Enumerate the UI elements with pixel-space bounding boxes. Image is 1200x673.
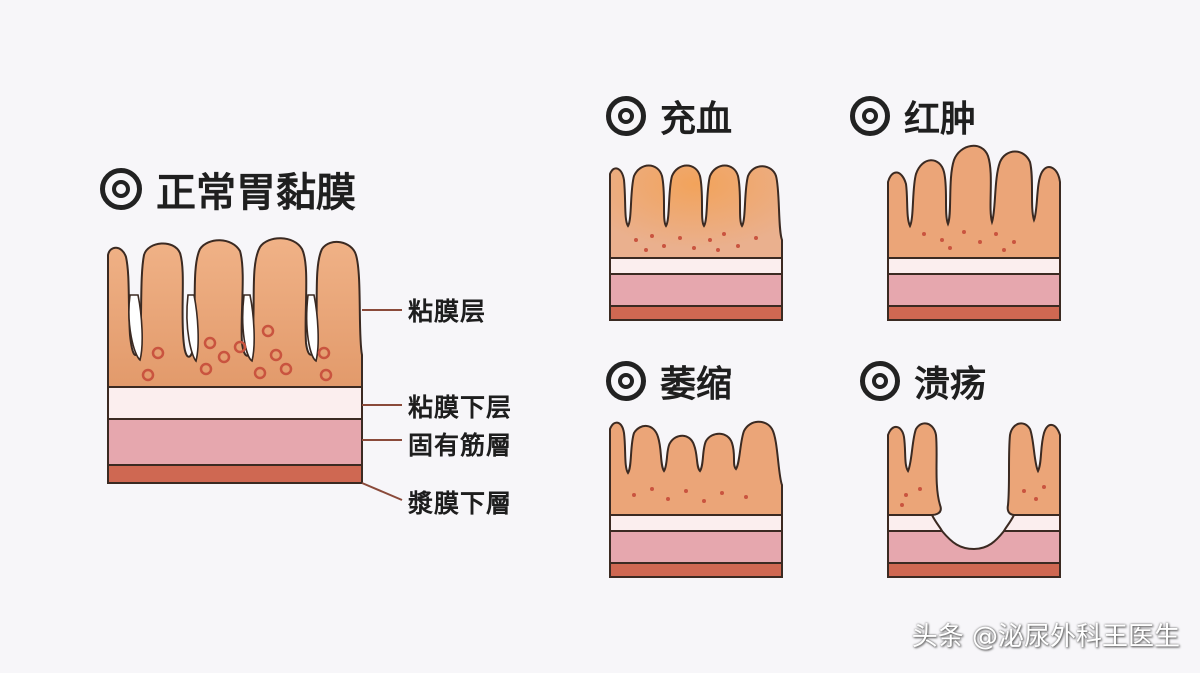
ulcer-diagram <box>887 422 1061 578</box>
panel-title-swelling: 红肿 <box>850 90 976 142</box>
swelling-diagram <box>887 145 1061 321</box>
normal-mucosa-diagram <box>107 237 370 484</box>
panel-title-congestion: 充血 <box>606 90 732 142</box>
bullseye-icon <box>860 361 900 401</box>
panel-title-text: 红肿 <box>904 99 977 140</box>
label-submucosa: 粘膜下层 <box>408 393 513 422</box>
bullseye-icon <box>850 96 890 136</box>
bullseye-icon <box>606 361 646 401</box>
label-subserosa: 漿膜下層 <box>408 489 513 518</box>
watermark: 头条 @泌尿外科王医生 <box>911 622 1180 652</box>
congestion-diagram <box>609 164 783 321</box>
main-title: 正常胃黏膜 <box>100 160 356 218</box>
panel-title-ulcer: 溃疡 <box>860 355 986 407</box>
bullseye-icon <box>606 96 646 136</box>
label-muscularis: 固有筋層 <box>408 431 513 460</box>
bullseye-icon <box>100 168 142 210</box>
label-mucosa: 粘膜层 <box>408 297 487 326</box>
panel-title-atrophy: 萎缩 <box>606 355 732 407</box>
main-title-text: 正常胃黏膜 <box>156 170 356 216</box>
panel-title-text: 溃疡 <box>914 364 987 405</box>
atrophy-diagram <box>609 420 783 578</box>
label-leader-lines <box>361 309 403 501</box>
panel-title-text: 萎缩 <box>660 364 733 405</box>
panel-title-text: 充血 <box>660 99 733 140</box>
